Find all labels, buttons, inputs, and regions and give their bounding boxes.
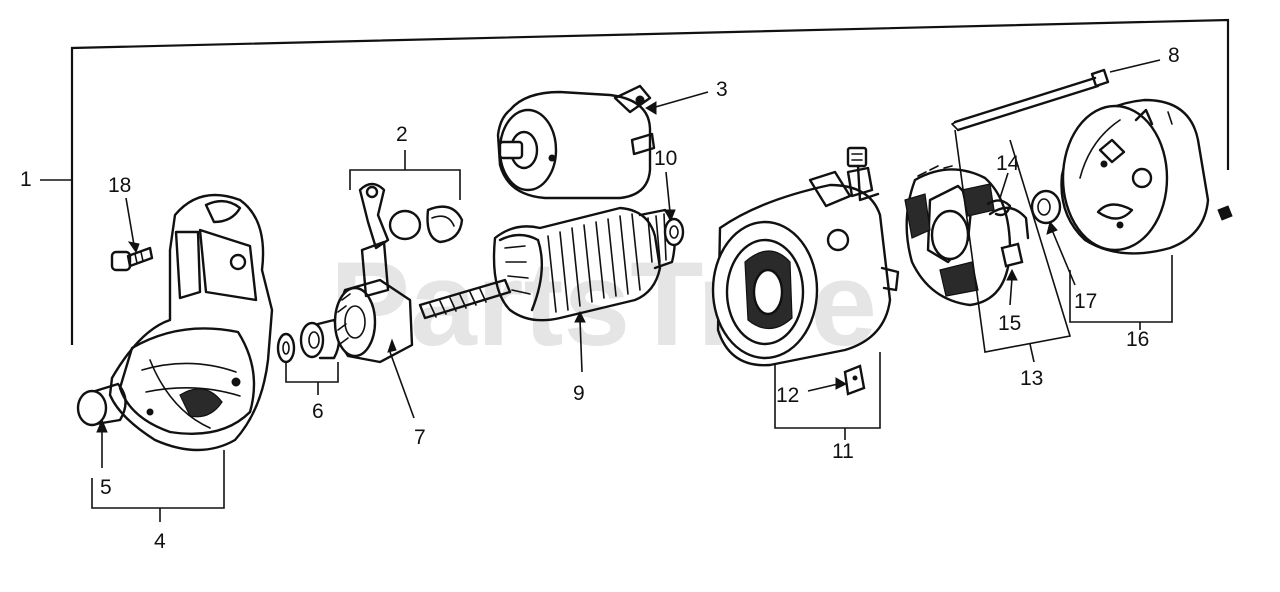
part-washer-10[interactable]: [663, 171, 685, 247]
callout-4: 4: [154, 530, 166, 553]
callout-3: 3: [716, 78, 728, 101]
part-armature-9[interactable]: [418, 206, 676, 373]
callout-16: 16: [1126, 328, 1149, 351]
assembly-bracket: [40, 18, 1230, 345]
part-drive-housing-4[interactable]: [108, 193, 274, 452]
callout-14: 14: [996, 152, 1020, 175]
callout-9: 9: [573, 382, 585, 405]
part-screw-8-end[interactable]: [1217, 205, 1233, 221]
part-spring-14[interactable]: [986, 172, 1012, 217]
part-through-bolt-8[interactable]: [951, 59, 1161, 132]
callout-11: 11: [832, 440, 854, 463]
part-lever-kit-2[interactable]: [349, 150, 464, 298]
part-yoke-11[interactable]: [711, 146, 900, 367]
callout-12: 12: [776, 384, 799, 407]
bracket-13: [954, 129, 1072, 363]
bracket-4: [91, 418, 225, 522]
part-pinion-clutch-7[interactable]: [333, 278, 415, 419]
part-brush-holder-13[interactable]: [904, 165, 1030, 307]
part-brush-12[interactable]: [807, 364, 866, 396]
callout-8: 8: [1168, 44, 1180, 67]
part-end-frame-16[interactable]: [1060, 98, 1210, 255]
callout-6: 6: [312, 400, 324, 423]
bracket-6: [285, 362, 339, 395]
callout-15: 15: [998, 312, 1021, 335]
callout-2: 2: [396, 123, 408, 146]
bracket-16: [1069, 255, 1173, 330]
callout-5: 5: [100, 476, 112, 499]
part-brush-15[interactable]: [1000, 242, 1024, 306]
part-bushing-5[interactable]: [76, 382, 127, 427]
callout-10: 10: [654, 147, 677, 170]
callout-17: 17: [1074, 290, 1097, 313]
callout-13: 13: [1020, 367, 1043, 390]
callout-7: 7: [414, 426, 426, 449]
part-bushing-17[interactable]: [1030, 189, 1076, 286]
bracket-11: [774, 352, 881, 440]
part-bolt-18[interactable]: [110, 197, 154, 272]
part-solenoid-3[interactable]: [496, 84, 709, 200]
part-washers-6[interactable]: [276, 318, 341, 364]
callout-18: 18: [108, 174, 131, 197]
callout-1: 1: [20, 168, 32, 191]
